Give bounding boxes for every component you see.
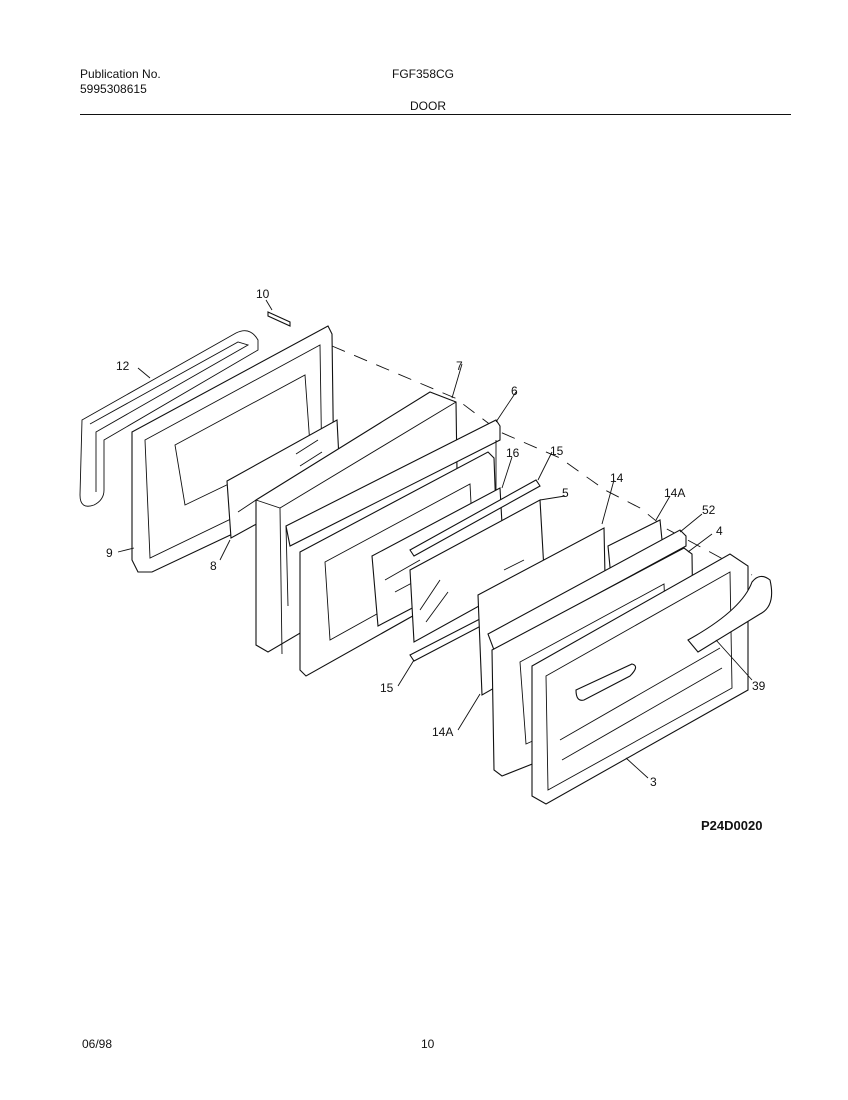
callout-12: 12	[116, 359, 130, 373]
callout-5: 5	[562, 486, 569, 500]
callout-4: 4	[716, 524, 723, 538]
page-number: 10	[421, 1037, 435, 1051]
alignment-axis	[331, 345, 753, 576]
callout-15-bottom: 15	[380, 681, 394, 695]
callout-10: 10	[256, 287, 270, 301]
callout-16: 16	[506, 446, 520, 460]
footer-date: 06/98	[82, 1037, 113, 1051]
callout-52: 52	[702, 503, 716, 517]
callout-14: 14	[610, 471, 624, 485]
model-number: FGF358CG	[392, 67, 455, 81]
callout-14a-top: 14A	[664, 486, 685, 500]
callout-14a-bottom: 14A	[432, 725, 453, 739]
door-gasket-12	[79, 330, 259, 507]
screw-10	[267, 311, 291, 327]
callout-9: 9	[106, 546, 113, 560]
callout-39: 39	[752, 679, 766, 693]
callout-3: 3	[650, 775, 657, 789]
section-title: DOOR	[410, 99, 446, 113]
door-handle-39	[575, 575, 773, 701]
header-rule	[80, 114, 791, 115]
callout-15-top: 15	[550, 444, 564, 458]
publication-label: Publication No.	[80, 67, 161, 81]
trim-52	[487, 529, 687, 651]
callout-6: 6	[511, 384, 518, 398]
glass-bracket-15-top	[409, 479, 541, 557]
publication-number: 5995308615	[80, 82, 147, 96]
leader-lines	[117, 299, 753, 779]
door-frame-3	[531, 553, 749, 805]
callout-7: 7	[456, 359, 463, 373]
drawing-code: P24D0020	[701, 818, 763, 833]
callout-8: 8	[210, 559, 217, 573]
